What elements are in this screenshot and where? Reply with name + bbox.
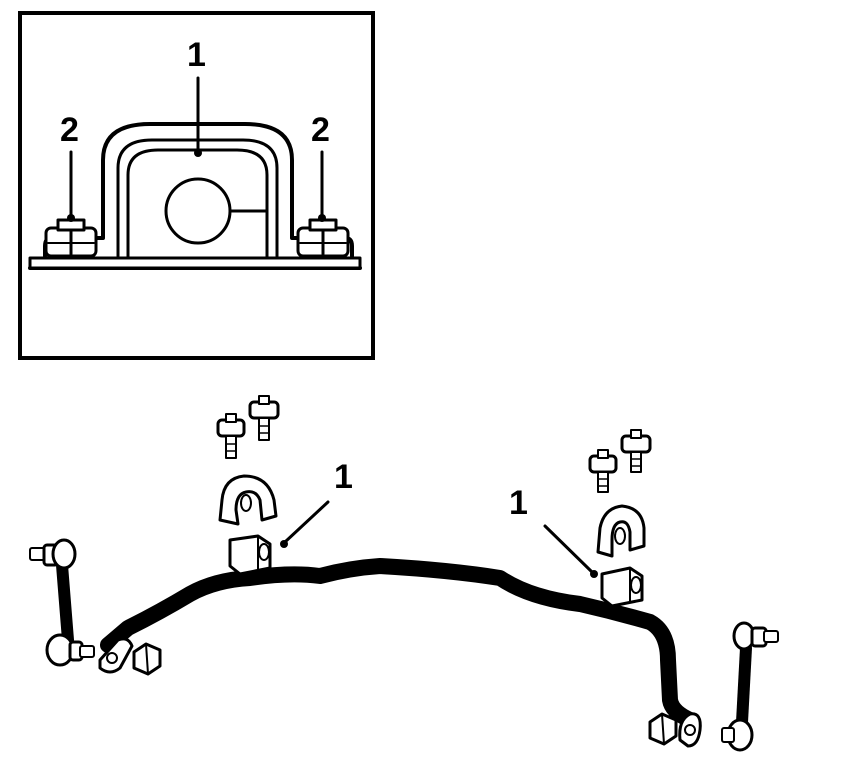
inset-mount-plate xyxy=(28,256,362,270)
main-assembly: 1 1 xyxy=(29,395,779,752)
callout-bushing-left: 1 xyxy=(334,458,353,496)
callout-bushing-right: 1 xyxy=(509,484,528,522)
leader-bushing-right xyxy=(543,524,594,574)
nut-right xyxy=(648,712,678,746)
bracket-right xyxy=(596,504,646,558)
stabilizer-bar xyxy=(103,561,695,725)
inset-callout-bushing: 1 xyxy=(187,36,206,74)
stabilizer-link-left xyxy=(29,538,95,667)
leader-bushing-right-dot xyxy=(590,570,598,578)
bushing-right xyxy=(600,566,644,608)
inset-detail: 1 2 2 xyxy=(18,11,375,360)
stabilizer-link-right xyxy=(721,621,779,752)
inset-leader-2-left-dot xyxy=(67,214,75,222)
inset-callout-bolt-right: 2 xyxy=(311,111,330,149)
leader-bushing-left-dot xyxy=(280,540,288,548)
bracket-bolt-right-2 xyxy=(620,429,652,473)
nut-left xyxy=(132,642,162,676)
bushing-left xyxy=(228,534,272,576)
inset-leader-1-dot xyxy=(194,149,202,157)
bracket-left xyxy=(218,474,278,526)
bracket-bolt-left-1 xyxy=(216,413,246,459)
inset-callout-bolt-left: 2 xyxy=(60,111,79,149)
leader-bushing-left xyxy=(283,500,330,544)
inset-bar-section xyxy=(164,177,232,245)
bracket-bolt-right-1 xyxy=(588,449,618,493)
bar-end-right xyxy=(678,712,702,748)
inset-bolt-right xyxy=(296,218,350,258)
bracket-bolt-left-2 xyxy=(248,395,280,441)
inset-bolt-left xyxy=(44,218,98,258)
bar-end-left xyxy=(98,637,134,674)
inset-leader-2-right-dot xyxy=(318,214,326,222)
